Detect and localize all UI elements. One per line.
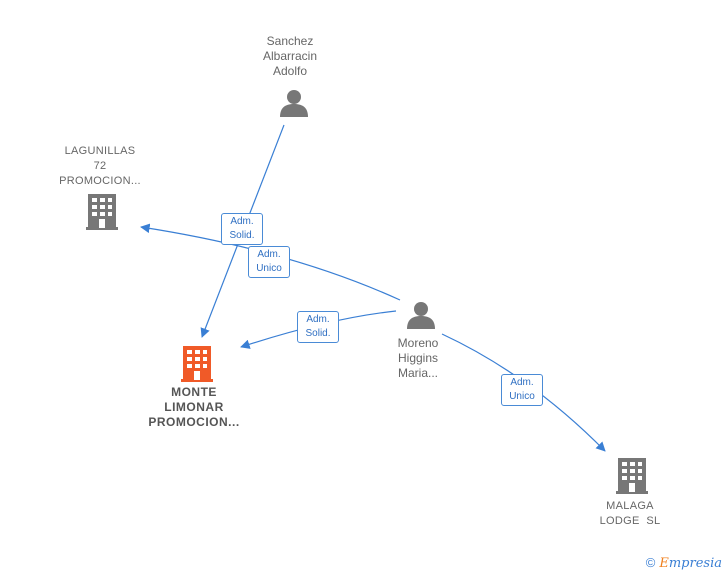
building-icon[interactable] (86, 194, 118, 230)
node-label-line: Higgins (397, 351, 439, 365)
node-label-line: Albarracin (262, 49, 318, 63)
edge-label-moreno-malaga[interactable]: Adm. Unico (501, 374, 543, 406)
node-label-line: MONTE (171, 385, 217, 399)
brand-logo: Empresia (659, 556, 722, 571)
node-label-line: MALAGA (606, 500, 654, 512)
person-icon[interactable] (406, 300, 436, 330)
person-icon[interactable] (279, 88, 309, 118)
node-label-line: PROMOCION... (148, 415, 240, 429)
node-label-line: Moreno (397, 336, 439, 350)
node-label-line: PROMOCION... (59, 175, 141, 187)
edge-label-line: Adm. (230, 216, 254, 227)
node-label-malaga[interactable]: MALAGA LODGE SL (580, 499, 680, 529)
node-label-lagunillas[interactable]: LAGUNILLAS 72 PROMOCION... (45, 144, 155, 189)
edge-label-line: Adm. (257, 249, 281, 260)
node-label-moreno[interactable]: Moreno Higgins Maria... (380, 336, 456, 381)
edge-label-moreno-lagunillas[interactable]: Adm. Unico (248, 246, 290, 278)
building-icon-main[interactable] (181, 346, 213, 382)
brand-footer[interactable]: ©Empresia (646, 555, 722, 571)
node-label-line: Sanchez (266, 34, 314, 48)
node-label-line: 72 (93, 160, 107, 172)
node-label-line: LIMONAR (164, 400, 224, 414)
edge-label-line: Solid. (305, 328, 331, 339)
node-label-sanchez[interactable]: Sanchez Albarracin Adolfo (250, 34, 330, 79)
edge-label-line: Adm. (306, 314, 330, 325)
edge-label-moreno-monte[interactable]: Adm. Solid. (297, 311, 339, 343)
edge-label-line: Adm. (510, 377, 534, 388)
edge-label-line: Unico (256, 263, 282, 274)
node-label-line: Maria... (397, 366, 438, 380)
edge-label-sanchez-monte[interactable]: Adm. Solid. (221, 213, 263, 245)
node-label-line: Adolfo (272, 64, 308, 78)
building-icon[interactable] (616, 458, 648, 494)
node-label-line: LAGUNILLAS (64, 145, 136, 157)
node-label-monte[interactable]: MONTE LIMONAR PROMOCION... (134, 385, 254, 430)
edge-label-line: Solid. (229, 230, 255, 241)
node-label-line: LODGE SL (599, 515, 661, 527)
edge-label-line: Unico (509, 391, 535, 402)
copyright-symbol: © (645, 555, 656, 570)
